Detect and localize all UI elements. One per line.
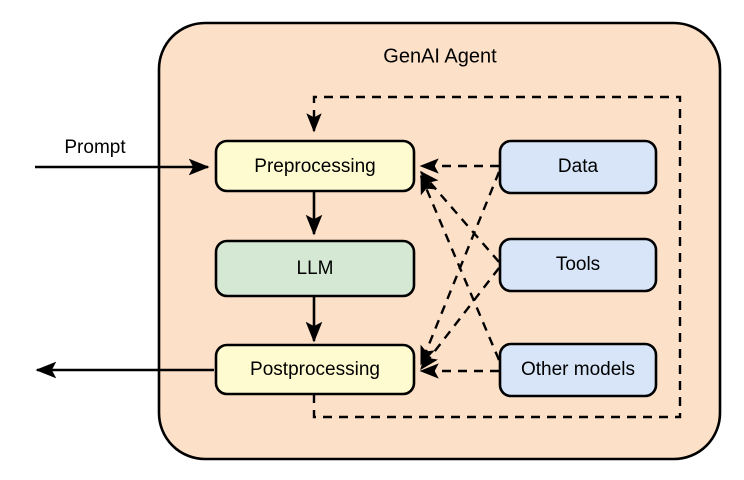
prompt-input-edge: Prompt — [35, 137, 210, 176]
other-models-box-shape[interactable] — [498, 342, 658, 398]
preprocessing-box-shape[interactable] — [214, 139, 416, 193]
data-label: Data — [558, 156, 599, 177]
llm-box-shape[interactable] — [214, 239, 416, 298]
prompt-label: Prompt — [64, 137, 126, 158]
edge-postprocessing-data — [419, 171, 501, 366]
other-models-label: Other models — [521, 359, 635, 380]
edge-postprocessing-tools — [420, 267, 500, 371]
postprocessing-box-shape[interactable] — [214, 343, 416, 396]
preprocessing-label: Preprocessing — [254, 156, 375, 177]
feedback-loop-path — [306, 95, 682, 419]
node-preprocessing[interactable]: Preprocessing — [214, 139, 416, 193]
tools-box-shape[interactable] — [498, 237, 658, 293]
data-box-shape[interactable] — [498, 139, 658, 195]
node-data[interactable]: Data — [498, 139, 658, 195]
resource-links-group — [419, 158, 501, 379]
postprocessing-label: Postprocessing — [250, 359, 380, 380]
feedback-loop-edge — [306, 95, 682, 419]
node-llm[interactable]: LLM — [214, 239, 416, 298]
llm-label: LLM — [297, 258, 334, 279]
node-tools[interactable]: Tools — [498, 237, 658, 293]
node-postprocessing[interactable]: Postprocessing — [214, 343, 416, 396]
tools-label: Tools — [556, 254, 600, 275]
agent-title: GenAI Agent — [383, 45, 497, 67]
node-other-models[interactable]: Other models — [498, 342, 658, 398]
